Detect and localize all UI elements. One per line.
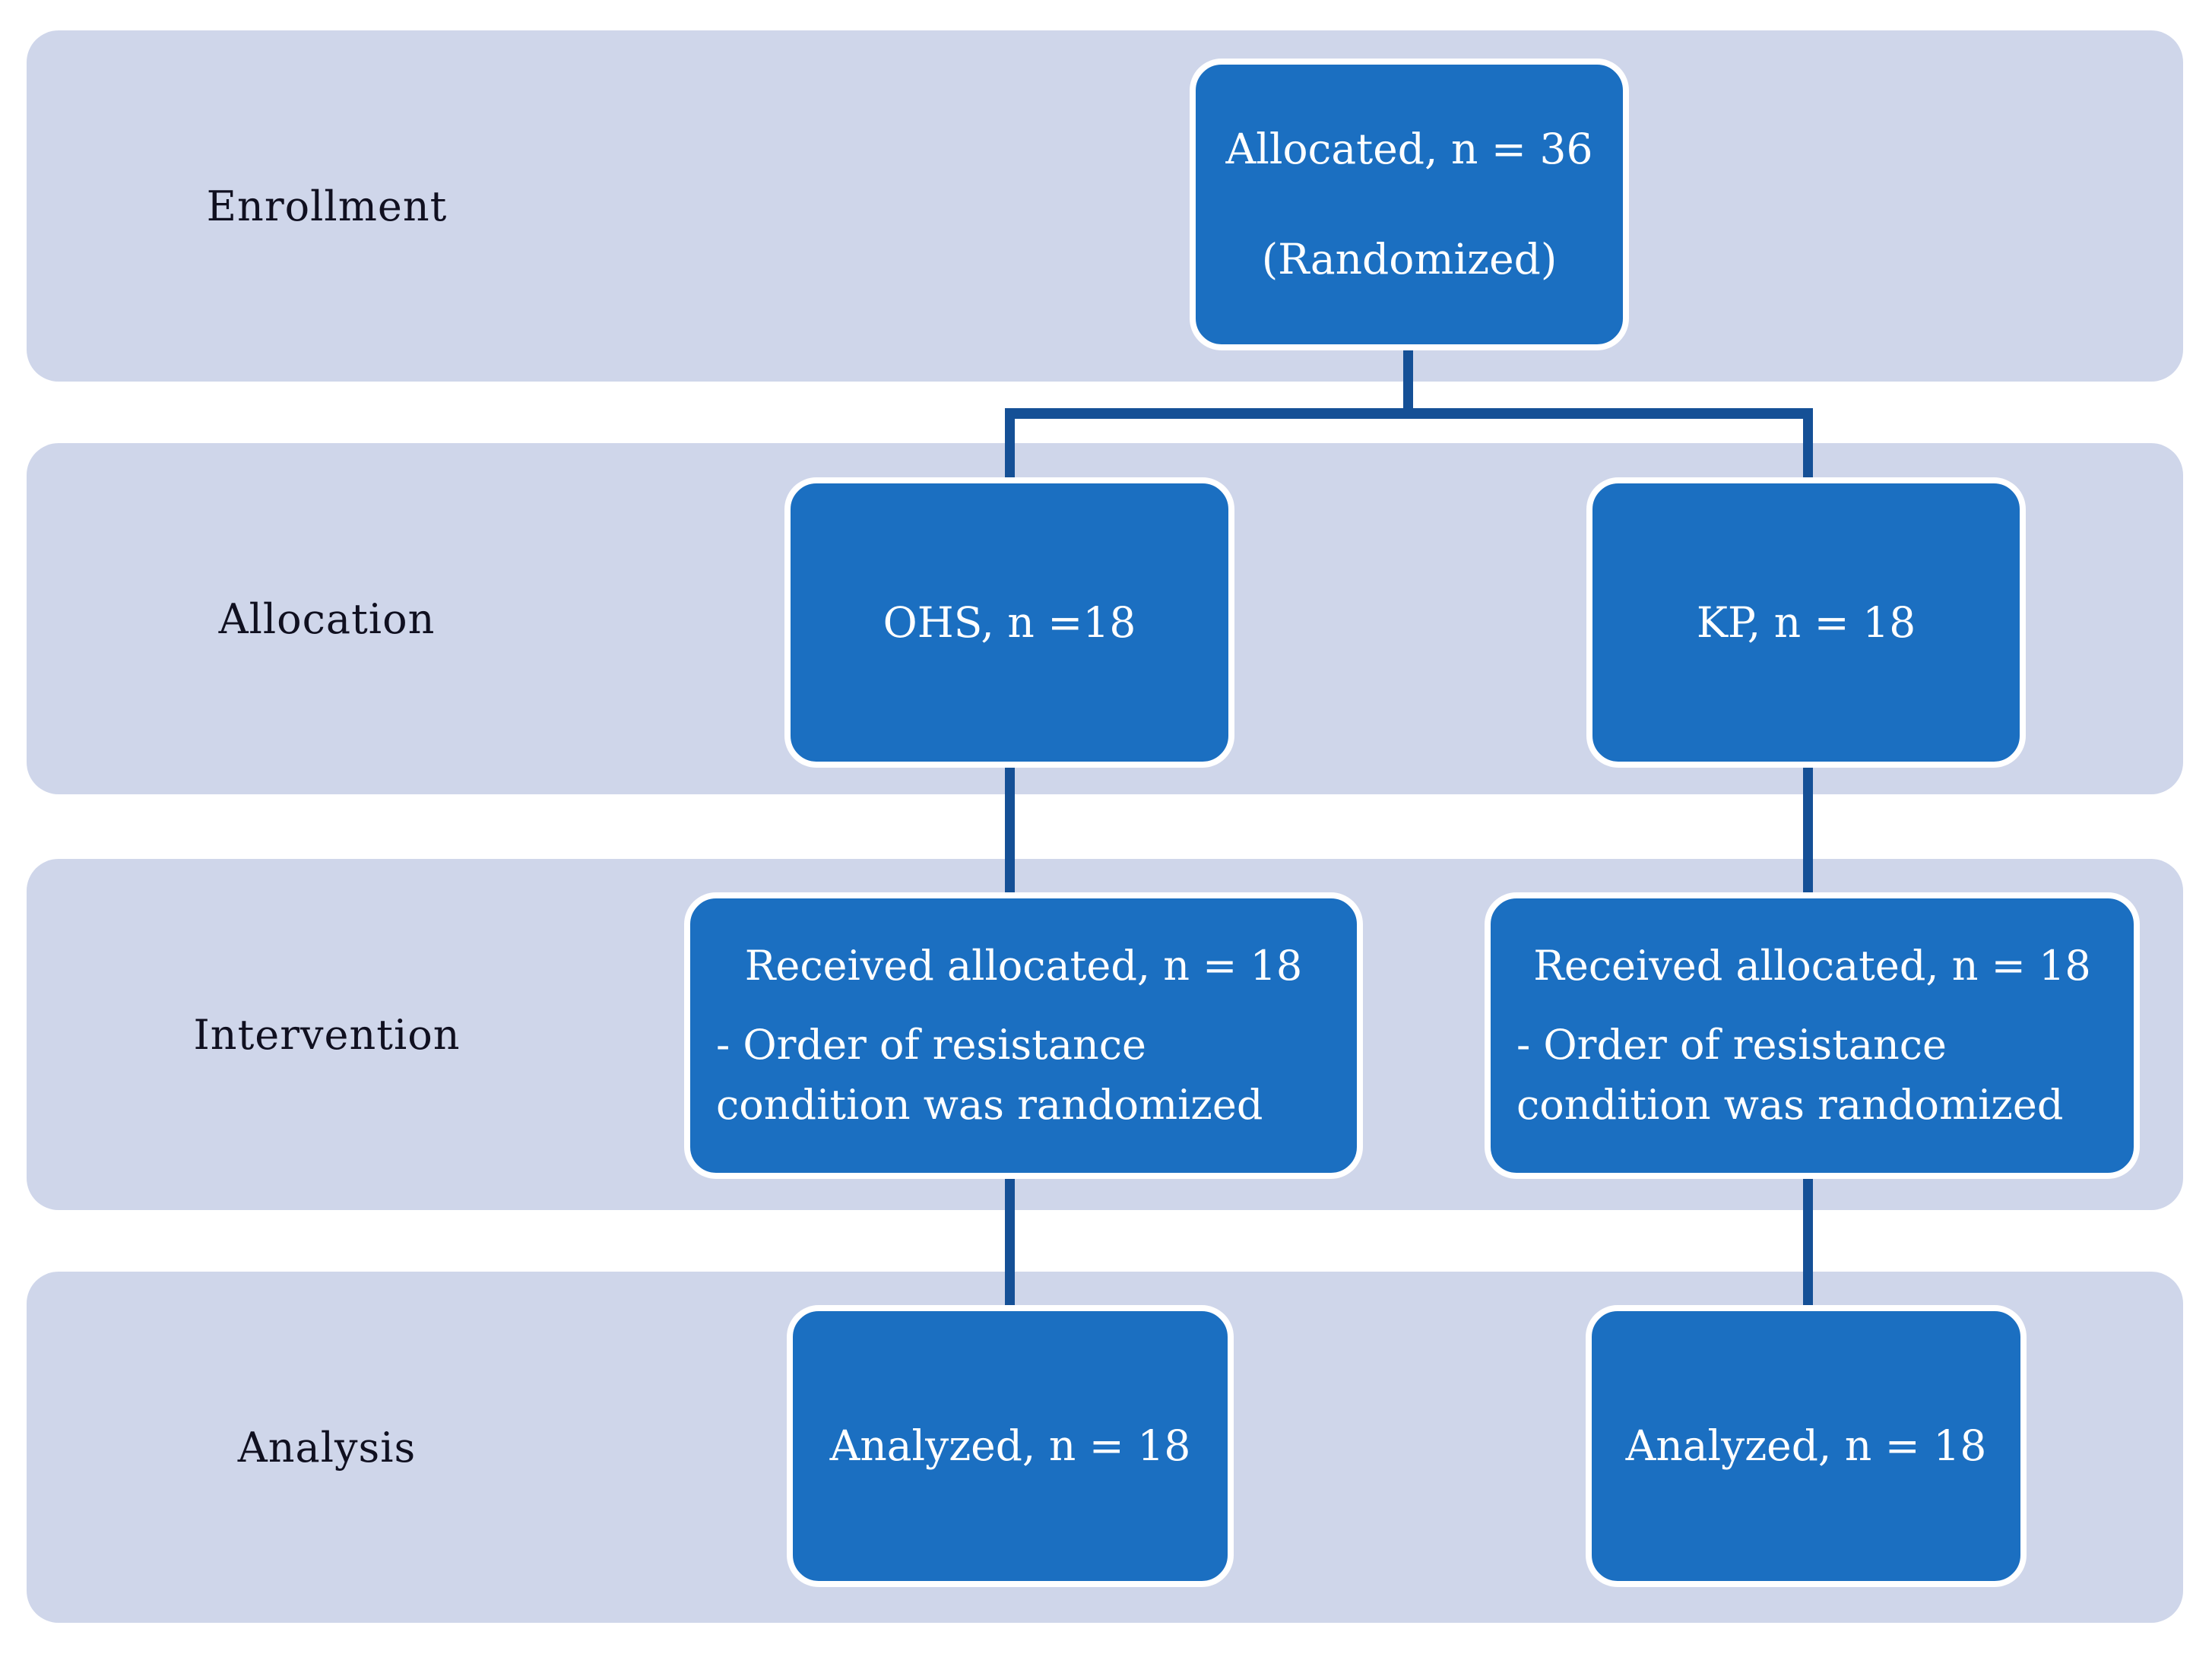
node-analyzed-kp-text: Analyzed, n = 18 (1625, 1421, 1987, 1471)
node-analyzed-ohs: Analyzed, n = 18 (787, 1305, 1234, 1587)
connector-intervention-to-analysis-right (1803, 1176, 1813, 1307)
node-kp-text: KP, n = 18 (1696, 597, 1916, 647)
node-intervention-ohs: Received allocated, n = 18 - Order of re… (684, 892, 1363, 1179)
row-label-allocation: Allocation (218, 594, 436, 643)
connector-branch-to-kp (1803, 408, 1813, 481)
connector-kp-to-intervention (1803, 765, 1813, 896)
node-intervention-kp-line1: Received allocated, n = 18 (1533, 942, 2091, 990)
connector-branch-to-ohs (1005, 408, 1015, 481)
node-intervention-ohs-line2: - Order of resistance condition was rand… (716, 1021, 1263, 1129)
row-label-enrollment: Enrollment (206, 182, 448, 230)
node-analyzed-ohs-text: Analyzed, n = 18 (829, 1421, 1191, 1471)
node-ohs: OHS, n =18 (784, 477, 1234, 768)
connector-intervention-to-analysis-left (1005, 1176, 1015, 1307)
connector-allocated-to-branch (1403, 347, 1413, 418)
node-intervention-ohs-line1: Received allocated, n = 18 (744, 942, 1303, 990)
connector-branch-horizontal (1005, 408, 1813, 419)
node-intervention-kp-line2: - Order of resistance condition was rand… (1516, 1021, 2064, 1129)
node-intervention-kp: Received allocated, n = 18 - Order of re… (1485, 892, 2140, 1179)
node-allocated-randomized: Allocated, n = 36 (Randomized) (1190, 59, 1629, 350)
node-kp: KP, n = 18 (1586, 477, 2026, 768)
node-allocated-line1: Allocated, n = 36 (1225, 125, 1593, 174)
band-enrollment (27, 30, 2183, 382)
node-allocated-line2: (Randomized) (1261, 235, 1558, 284)
connector-ohs-to-intervention (1005, 765, 1015, 896)
row-label-intervention: Intervention (193, 1010, 461, 1059)
row-label-analysis: Analysis (237, 1423, 417, 1472)
node-ohs-text: OHS, n =18 (883, 597, 1136, 647)
node-analyzed-kp: Analyzed, n = 18 (1586, 1305, 2027, 1587)
